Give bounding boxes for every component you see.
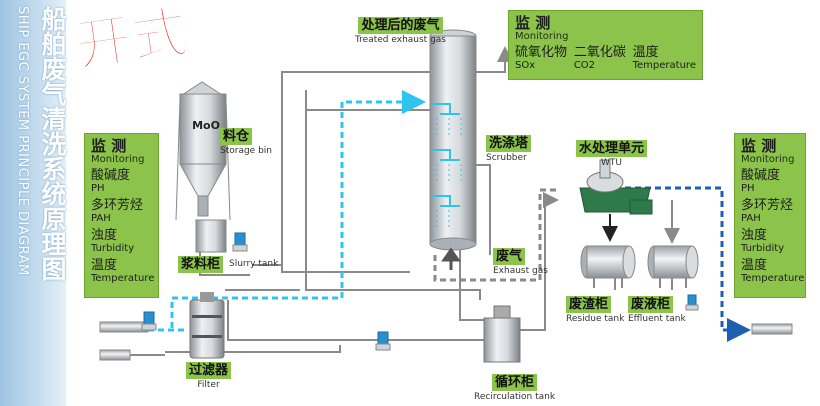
monitor-title: 监 测 xyxy=(515,14,551,32)
label-effluent-tank: 废液柜 Effluent tank xyxy=(628,293,686,324)
label-cn: 废气 xyxy=(493,248,526,265)
monitor-title: 监 测 xyxy=(91,137,127,155)
label-slurry-tank-cn: 浆料柜 xyxy=(178,253,224,273)
grey-dashed-loop xyxy=(433,188,560,282)
filter-shape xyxy=(189,292,225,359)
label-cn: 料仓 xyxy=(220,128,253,145)
monitor-box-left: 监 测 Monitoring 酸碱度 PH 多环芳烃 PAH 浊度 Turbid… xyxy=(84,133,159,298)
label-exhaust-gas: 废气 Exhaust gas xyxy=(493,245,548,276)
monitor-title-en: Monitoring xyxy=(91,154,145,165)
pump-slurry xyxy=(232,232,248,252)
label-cn: 浆料柜 xyxy=(178,256,224,273)
monitor-item-en: PAH xyxy=(91,213,111,224)
label-en: Treated exhaust gas xyxy=(355,35,446,45)
monitor-title: 监 测 xyxy=(741,137,777,155)
label-en: Scrubber xyxy=(486,153,527,163)
label-en: Exhaust gas xyxy=(493,266,548,276)
monitor-title-en: Monitoring xyxy=(741,154,795,165)
label-en: WTU xyxy=(601,158,622,168)
exhaust-arrow xyxy=(441,247,461,270)
monitor-item-en: Temperature xyxy=(632,60,696,71)
label-cn: 洗涤塔 xyxy=(486,135,532,152)
monitor-item-en: PH xyxy=(91,183,105,194)
slurry-tank-shape xyxy=(195,219,227,253)
monitor-item-cn: 硫氧化物 xyxy=(515,45,568,60)
residue-tank-shape xyxy=(580,245,636,288)
monitor-item-en: Turbidity xyxy=(91,243,135,254)
monitor-item-cn: 浊度 xyxy=(741,228,768,243)
label-cn: 水处理单元 xyxy=(576,140,648,157)
recirculation-tank-shape xyxy=(483,305,521,363)
label-filter: 过滤器 Filter xyxy=(186,359,232,390)
label-scrubber: 洗涤塔 Scrubber xyxy=(486,132,532,163)
monitor-item-en: Temperature xyxy=(91,273,155,284)
label-recirculation-tank: 循环柜 Recirculation tank xyxy=(474,371,555,402)
monitor-item-en: Turbidity xyxy=(741,243,785,254)
sidebar-title-cn: 船舶废气清洗系统原理图 xyxy=(38,6,67,281)
label-en: Filter xyxy=(197,380,220,390)
label-cn: 废液柜 xyxy=(628,296,674,313)
label-cn: 过滤器 xyxy=(186,362,232,379)
monitor-item-cn: 二氧化碳 xyxy=(573,45,626,60)
label-en: Slurry tank xyxy=(229,259,279,269)
label-moo: MoO xyxy=(186,119,226,132)
label-wtu: 水处理单元 WTU xyxy=(576,137,648,168)
label-cn: 处理后的废气 xyxy=(358,17,443,34)
scrubber-tower-shape xyxy=(429,29,477,251)
monitor-item-cn: 多环芳烃 xyxy=(741,198,794,213)
monitor-item-cn: 多环芳烃 xyxy=(91,198,144,213)
monitor-item-cn: 酸碱度 xyxy=(741,168,781,183)
monitor-item-en: PH xyxy=(741,183,755,194)
pump-effluent xyxy=(685,294,699,311)
outlet-pipes xyxy=(99,321,793,361)
label-en: Recirculation tank xyxy=(474,392,556,402)
monitor-item-cn: 酸碱度 xyxy=(91,168,131,183)
monitor-item-en: Temperature xyxy=(741,273,805,284)
pump-filter-inlet xyxy=(141,311,157,331)
label-en: Effluent tank xyxy=(628,314,686,324)
monitor-item-cn: 温度 xyxy=(741,258,768,273)
effluent-tank-shape xyxy=(647,245,699,288)
monitor-item-cn: 浊度 xyxy=(91,228,118,243)
wtu-centrifuge-shape xyxy=(579,159,653,215)
monitor-item-cn: 温度 xyxy=(91,258,118,273)
label-en: Storage bin xyxy=(220,146,272,156)
blue-flow xyxy=(615,186,751,342)
monitor-box-right: 监 测 Monitoring 酸碱度 PH 多环芳烃 PAH 浊度 Turbid… xyxy=(734,133,806,298)
label-storage-bin: 料仓 Storage bin xyxy=(220,125,272,156)
monitor-item-en: PAH xyxy=(741,213,761,224)
sidebar-panel xyxy=(0,0,66,406)
monitor-item-cn: 温度 xyxy=(632,45,659,60)
monitor-title-en: Monitoring xyxy=(515,31,569,42)
label-slurry-tank-en: Slurry tank xyxy=(229,258,278,269)
monitor-item-en: SOx xyxy=(515,60,536,71)
pump-bottom xyxy=(375,331,391,351)
label-cn: 循环柜 xyxy=(492,374,538,391)
label-treated-gas: 处理后的废气 Treated exhaust gas xyxy=(355,14,446,45)
moo-text: MoO xyxy=(192,119,220,132)
sidebar-title-en: SHIP EGC SYSTEM PRINCIPLE DIAGRAM xyxy=(15,6,30,276)
label-residue-tank: 废渣柜 Residue tank xyxy=(566,293,624,324)
monitor-item-en: CO2 xyxy=(573,60,596,71)
label-cn: 废渣柜 xyxy=(566,296,612,313)
label-en: Residue tank xyxy=(566,314,625,324)
